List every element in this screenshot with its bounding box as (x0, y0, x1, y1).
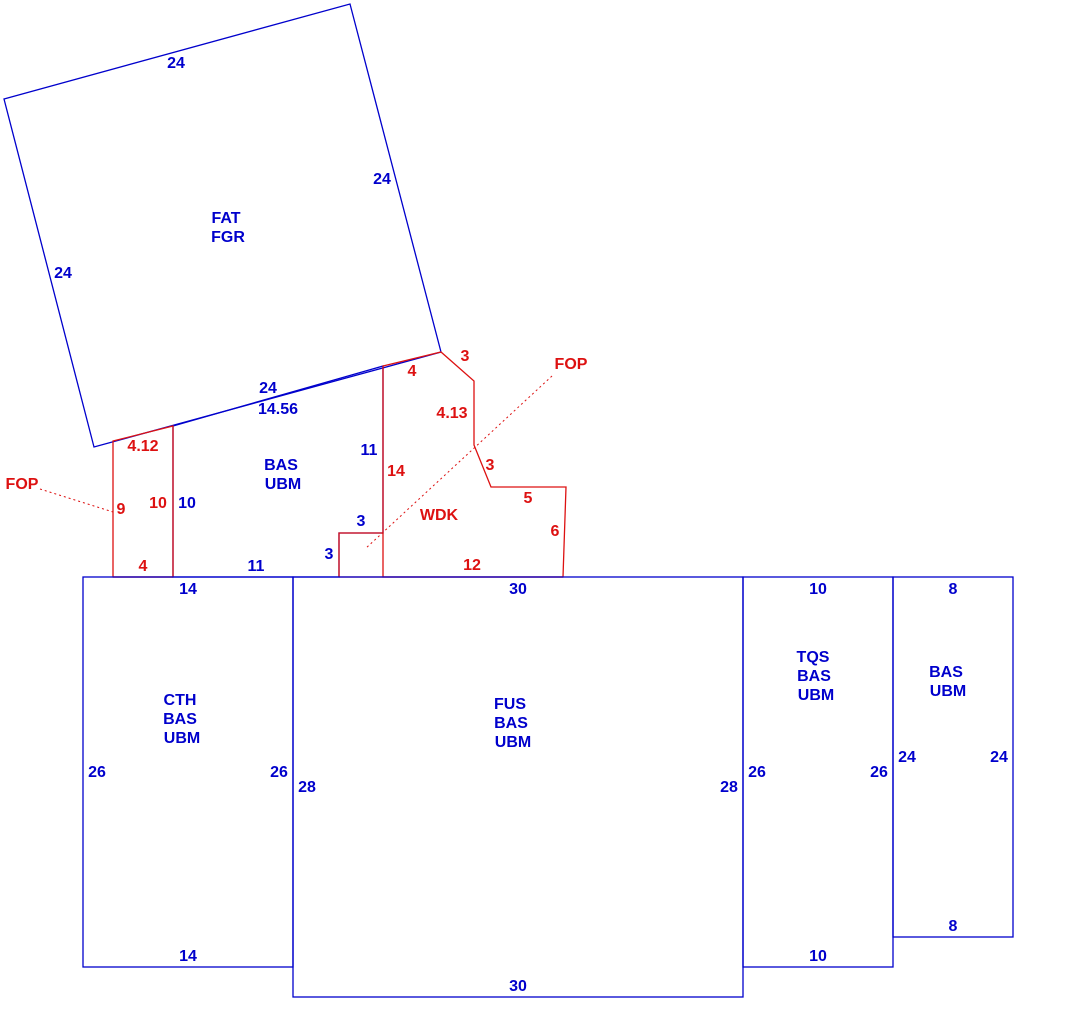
bas-upper-dim-left: 10 (178, 495, 196, 512)
area-fop-left: FOP 4.12 9 10 4 (6, 425, 174, 578)
wdk-notch-outline (338, 532, 383, 577)
bas-upper-dim-notch-top: 3 (357, 513, 366, 530)
fgr-code-label: FGR (211, 229, 245, 246)
wdk-dim-top-diagonal: 3 (461, 348, 470, 365)
fus-ubm-code-label: UBM (495, 734, 531, 751)
tqs-dim-top: 10 (809, 581, 827, 598)
fus-dim-top: 30 (509, 581, 527, 598)
bas-upper-dim-top: 14.56 (258, 401, 298, 418)
tqs-bas-code-label: BAS (797, 668, 831, 685)
bas-upper-dim-right: 11 (361, 442, 378, 459)
tqs-dim-bottom: 10 (809, 948, 827, 965)
wdk-dim-right-upper: 4.13 (436, 405, 467, 422)
fop-left-leader (39, 488, 114, 513)
area-bas-right: 8 24 24 8 BAS UBM (892, 576, 1014, 938)
wdk-dim-diagonal-lower: 3 (486, 457, 495, 474)
cth-dim-top: 14 (179, 581, 197, 598)
wdk-dim-right: 6 (551, 523, 560, 540)
bas-upper-code-label: BAS (264, 457, 298, 474)
fop-left-label: FOP (6, 476, 39, 493)
cth-code-label: CTH (164, 692, 197, 709)
wdk-dim-top: 4 (408, 363, 417, 380)
bas-upper-dim-bottom: 11 (248, 558, 265, 575)
cth-ubm-code-label: UBM (164, 730, 200, 747)
fop-right-callout: FOP (364, 356, 588, 550)
cth-dim-right: 26 (270, 764, 288, 781)
area-tqs: 10 26 26 10 TQS BAS UBM (742, 576, 894, 968)
tqs-dim-left: 26 (748, 764, 766, 781)
cth-dim-left: 26 (88, 764, 106, 781)
cth-bas-code-label: BAS (163, 711, 197, 728)
bas-right-outline (892, 576, 1014, 938)
wdk-dim-bottom: 12 (463, 557, 481, 574)
bas-right-code-label: BAS (929, 664, 963, 681)
fat-dim-right: 24 (373, 171, 391, 188)
area-bas-upper: 14.56 10 11 11 3 3 BAS UBM (172, 365, 384, 578)
tqs-dim-right: 26 (870, 764, 888, 781)
fop-left-dim-left: 9 (117, 501, 126, 518)
fop-right-label: FOP (555, 356, 588, 373)
bas-right-dim-right: 24 (990, 749, 1008, 766)
fop-left-dim-top: 4.12 (127, 438, 158, 455)
tqs-ubm-code-label: UBM (798, 687, 834, 704)
cth-outline (82, 576, 294, 968)
fus-outline (292, 576, 744, 998)
tqs-code-label: TQS (797, 649, 830, 666)
cth-dim-bottom: 14 (179, 948, 197, 965)
fat-code-label: FAT (211, 210, 240, 227)
fop-left-dim-right: 10 (149, 495, 167, 512)
bas-right-dim-left: 24 (898, 749, 916, 766)
fat-dim-left: 24 (54, 265, 72, 282)
area-wdk: 3 4 4.13 14 3 5 6 12 WDK (338, 348, 567, 578)
fat-dim-bottom: 24 (259, 380, 277, 397)
fus-dim-left: 28 (298, 779, 316, 796)
area-fus: 30 28 28 30 FUS BAS UBM (292, 576, 744, 998)
fus-dim-right: 28 (720, 779, 738, 796)
bas-right-dim-bottom: 8 (949, 918, 958, 935)
wdk-dim-left: 14 (387, 463, 405, 480)
wdk-label: WDK (420, 507, 459, 524)
fus-dim-bottom: 30 (509, 978, 527, 995)
fus-code-label: FUS (494, 696, 526, 713)
fop-left-dim-bottom: 4 (139, 558, 148, 575)
area-cth: 14 26 26 14 CTH BAS UBM (82, 576, 294, 968)
wdk-dim-step: 5 (524, 490, 533, 507)
area-fat: 24 24 24 24 FAT FGR (3, 3, 442, 448)
ubm-right-code-label: UBM (930, 683, 966, 700)
bas-upper-dim-notch-side: 3 (325, 546, 334, 563)
fus-bas-code-label: BAS (494, 715, 528, 732)
fat-dim-top: 24 (167, 55, 185, 72)
ubm-upper-code-label: UBM (265, 476, 301, 493)
wdk-outline (382, 351, 567, 578)
bas-right-dim-top: 8 (949, 581, 958, 598)
